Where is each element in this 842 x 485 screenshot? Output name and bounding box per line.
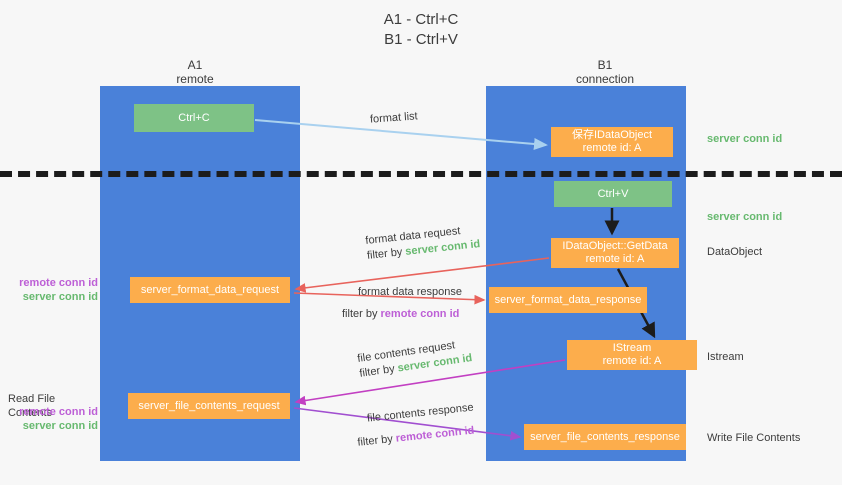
label-file-contents-response-filter: filter by remote conn id (357, 423, 477, 450)
box-istream-line1: IStream (612, 342, 652, 354)
box-idataobject-getdata[interactable]: IDataObject::GetData remote id: A (551, 238, 679, 268)
box-idataobject-line1: 保存IDataObject (571, 129, 653, 141)
filter-prefix: filter by (366, 245, 406, 262)
box-server-format-data-response-label: server_format_data_response (494, 293, 642, 306)
annotation-istream: Istream (707, 351, 744, 363)
phase-divider (0, 171, 842, 177)
annotation-server-conn-id-top: server conn id (707, 133, 783, 145)
column-a1-name: A1 (187, 58, 203, 72)
annotation-remote-conn-id-lower: remote conn id (19, 406, 98, 418)
box-idataobject[interactable]: 保存IDataObject remote id: A (551, 127, 673, 157)
box-ctrl-c-label: Ctrl+C (178, 111, 210, 124)
box-server-format-data-request[interactable]: server_format_data_request (130, 277, 290, 303)
box-istream[interactable]: IStream remote id: A (567, 340, 697, 370)
label-file-contents-request: file contents request filter by server c… (356, 336, 473, 382)
filter-prefix: filter by (342, 308, 381, 320)
column-b1-sub: connection (575, 72, 635, 86)
box-server-format-data-request-label: server_format_data_request (140, 283, 280, 296)
annotation-conn-ids-upper: remote conn id server conn id (12, 276, 98, 304)
diagram-title: A1 - Ctrl+C B1 - Ctrl+V (0, 10, 842, 50)
label-format-data-request: format data request filter by server con… (365, 222, 481, 264)
label-format-list: format list (369, 110, 419, 126)
column-b1-name: B1 (597, 58, 613, 72)
annotation-read-file-contents: Read File Contents (8, 393, 56, 419)
filter-prefix: filter by (356, 432, 397, 449)
title-line-1: A1 - Ctrl+C (383, 11, 459, 28)
column-header-b1: B1 connection (540, 58, 670, 86)
box-server-file-contents-response-label: server_file_contents_response (530, 430, 680, 443)
box-ctrl-v[interactable]: Ctrl+V (554, 181, 672, 207)
box-server-format-data-response[interactable]: server_format_data_response (489, 287, 647, 313)
filter-value-remote-conn-id: remote conn id (380, 308, 460, 320)
box-istream-line2: remote id: A (602, 355, 662, 367)
box-server-file-contents-response[interactable]: server_file_contents_response (524, 424, 686, 450)
column-a1-sub: remote (176, 72, 214, 86)
filter-value-remote-conn-id: remote conn id (395, 424, 475, 445)
label-file-contents-response: file contents response filter by remote … (357, 401, 476, 450)
annotation-write-file-contents: Write File Contents (707, 432, 801, 444)
box-server-file-contents-request[interactable]: server_file_contents_request (128, 393, 290, 419)
annotation-server-conn-id-lower: server conn id (22, 420, 98, 432)
annotation-server-conn-id-upper: server conn id (22, 291, 98, 303)
label-format-data-response: format data response filter by remote co… (342, 285, 462, 322)
filter-prefix: filter by (358, 362, 399, 380)
box-getdata-line1: IDataObject::GetData (562, 240, 668, 252)
box-idataobject-line2: remote id: A (582, 142, 642, 154)
label-format-data-response-title: format data response (358, 286, 462, 298)
box-ctrl-c[interactable]: Ctrl+C (134, 104, 254, 132)
annotation-conn-ids-lower: remote conn id server conn id (12, 405, 98, 433)
annotation-remote-conn-id-upper: remote conn id (19, 277, 98, 289)
box-getdata-line2: remote id: A (585, 253, 645, 265)
annotation-dataobject: DataObject (707, 246, 763, 258)
box-server-file-contents-request-label: server_file_contents_request (138, 399, 280, 412)
annotation-server-conn-id-mid: server conn id (707, 211, 783, 223)
title-line-2: B1 - Ctrl+V (384, 31, 458, 48)
label-format-data-response-filter: filter by remote conn id (342, 307, 462, 322)
box-ctrl-v-label: Ctrl+V (597, 187, 629, 200)
label-file-contents-response-title: file contents response (366, 401, 475, 425)
column-header-a1: A1 remote (130, 58, 260, 86)
